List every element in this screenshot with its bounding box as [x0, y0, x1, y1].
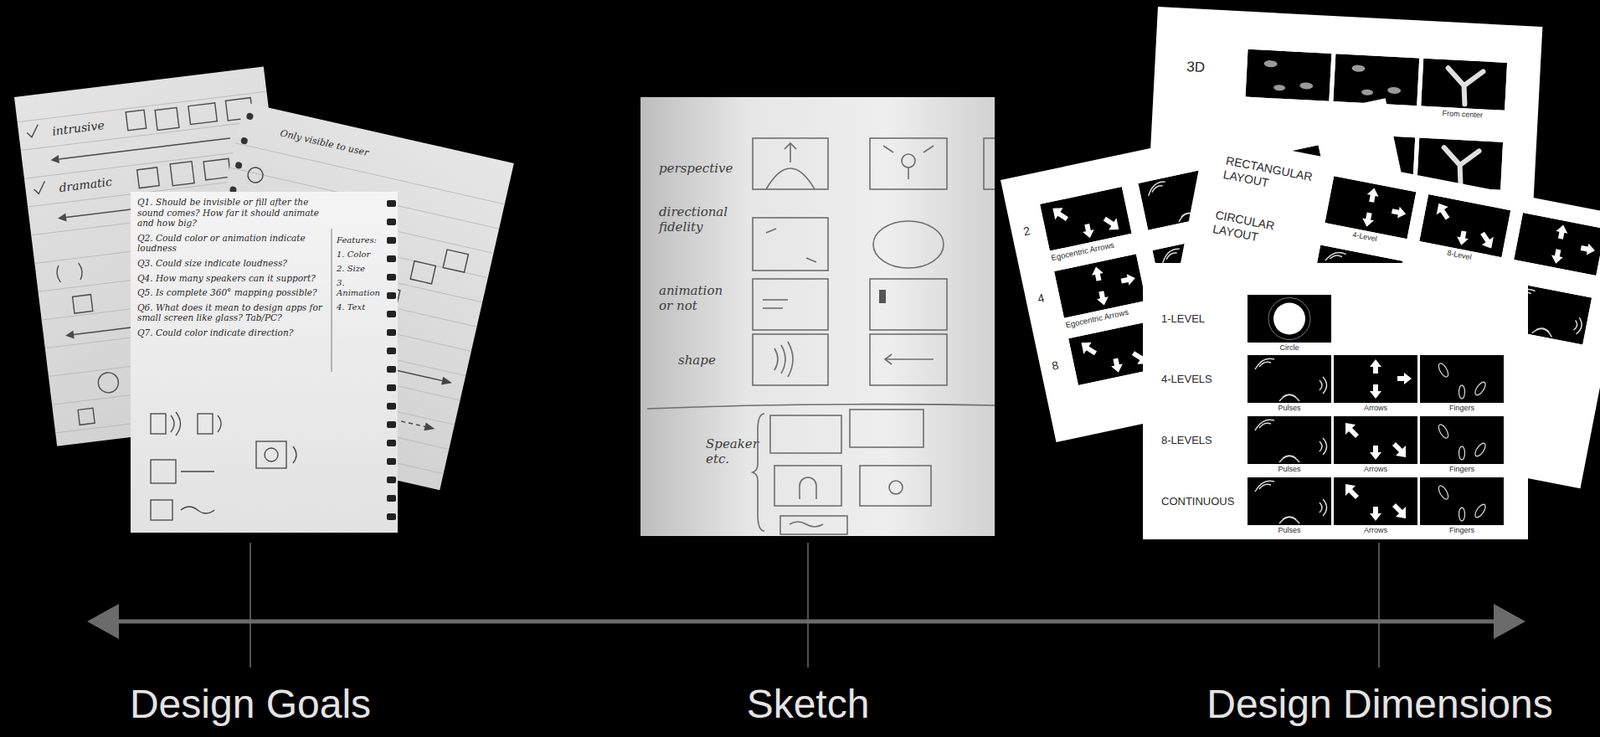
thumbnail-caption: Pulses: [1247, 403, 1332, 413]
handwritten-label: perspective: [658, 160, 733, 176]
row-heading: 2: [1022, 223, 1032, 239]
handwritten-feature: 2. Size: [336, 263, 384, 274]
axis-label: Design Dimensions: [1206, 679, 1554, 729]
handwritten-label: animation or not: [658, 282, 739, 314]
handwritten-question: Q1. Should be invisible or fill after th…: [137, 196, 329, 229]
row-heading: CIRCULAR LAYOUT: [1211, 207, 1316, 255]
thumbnail-caption: Arrows: [1333, 464, 1418, 474]
handwritten-note: Only visible to user: [278, 128, 370, 160]
handwritten-question: Q2. Could color or animation indicate lo…: [137, 232, 329, 254]
handwritten-question: Q7. Could color indicate direction?: [137, 327, 329, 339]
thumbnail-caption: Arrows: [1333, 525, 1418, 536]
handwritten-label: shape: [678, 352, 716, 368]
thumbnail-caption: Fingers: [1419, 403, 1504, 413]
thumbnail-caption: Circle: [1247, 343, 1332, 353]
thumbnail-caption: Pulses: [1247, 525, 1332, 536]
axis-label: Design Goals: [129, 679, 371, 729]
handwritten-question: Q4. How many speakers can it support?: [137, 272, 329, 284]
row-heading: 4-LEVELS: [1161, 372, 1213, 386]
arrow-head: [1493, 603, 1526, 639]
handwritten-feature: 4. Text: [336, 302, 384, 313]
handwritten-label: Speaker etc.: [705, 436, 758, 467]
row-heading: RECTANGULAR LAYOUT: [1222, 153, 1327, 201]
row-heading: 8: [1050, 358, 1060, 374]
handwritten-question: Q6. What does it mean to design apps for…: [137, 302, 329, 324]
row-heading: CONTINUOUS: [1161, 494, 1235, 509]
row-heading: 3D: [1186, 58, 1206, 78]
handwritten-question: Q5. Is complete 360° mapping possible?: [137, 287, 329, 299]
axis-label: Sketch: [746, 679, 870, 729]
handwritten-feature: Features:: [336, 235, 384, 246]
row-heading: 4: [1036, 290, 1046, 306]
handwritten-question: Q3. Could size indicate loudness?: [137, 257, 329, 269]
handwritten-label: directional fidelity: [658, 204, 739, 235]
thumbnail-caption: Pulses: [1247, 464, 1332, 474]
printed-sheet: 1-LEVELCircle4-LEVELSPulsesArrowsFingers…: [1142, 262, 1528, 540]
whiteboard-photo: perspective directional fidelity animation…: [640, 97, 995, 536]
handwritten-note: dramatic: [58, 174, 114, 196]
timeline-axis: [108, 619, 1504, 624]
handwritten-feature: 3. Animation: [336, 277, 384, 299]
handwritten-note: intrusive: [51, 118, 105, 139]
feature-list: Features: 1. Color 2. Size 3. Animation 4. T…: [336, 235, 384, 317]
thumbnail-caption: Fingers: [1419, 464, 1504, 474]
handwritten-feature: 1. Color: [336, 249, 384, 260]
arrow-head: [87, 603, 119, 639]
row-heading: 8-LEVELS: [1161, 433, 1213, 448]
thumbnail-caption: Fingers: [1419, 525, 1504, 536]
notebook-page: Q1. Should be invisible or fill after th…: [130, 191, 398, 533]
thumbnail-caption: Arrows: [1333, 403, 1418, 413]
row-heading: 1-LEVEL: [1161, 312, 1205, 326]
tick-lines: [250, 542, 1379, 668]
question-list: Q1. Should be invisible or fill after th…: [137, 196, 329, 343]
